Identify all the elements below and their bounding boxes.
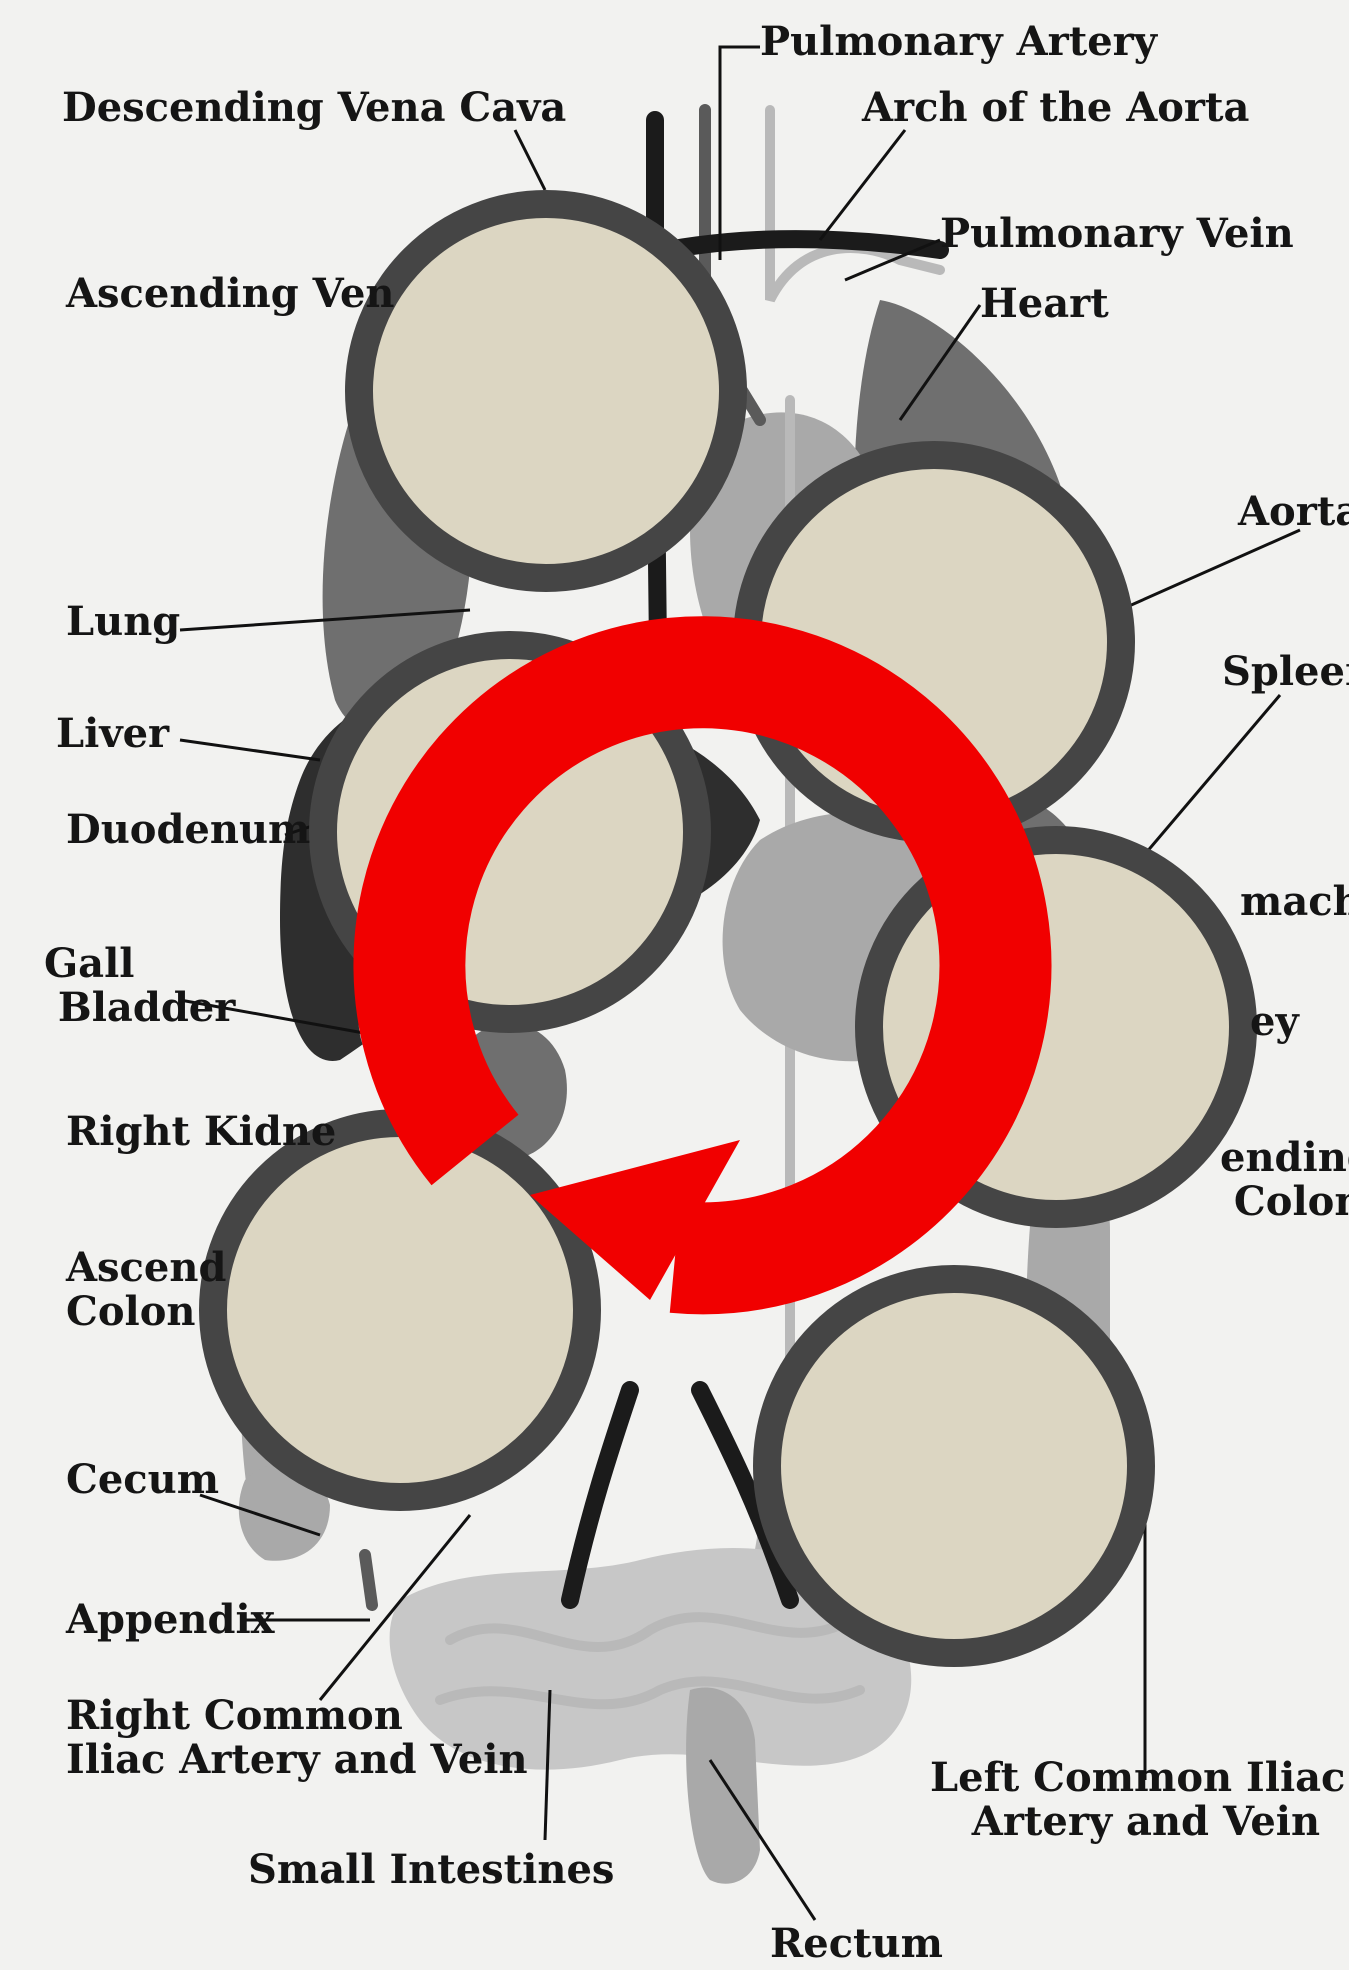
appendix-illustration (365, 1555, 372, 1605)
placeholder-circle-6 (767, 1279, 1141, 1653)
label-aorta: Aorta (1238, 490, 1349, 534)
label-pulmonary-vein: Pulmonary Vein (940, 212, 1294, 256)
label-arch-of-the-aorta: Arch of the Aorta (862, 86, 1249, 130)
placeholder-circle-1 (359, 204, 733, 578)
label-spleen: Spleen (1222, 650, 1349, 694)
label-appendix: Appendix (66, 1598, 275, 1642)
label-liver: Liver (56, 712, 169, 756)
label-ascending-vena-cava: Ascending Ven (66, 272, 394, 316)
label-kidney: ey (1250, 1000, 1299, 1044)
label-right-common-iliac: Right Common Iliac Artery and Vein (66, 1694, 528, 1782)
label-descending-vena-cava: Descending Vena Cava (62, 86, 566, 130)
label-duodenum: Duodenum (66, 808, 310, 852)
label-left-common-iliac: Left Common Iliac Artery and Vein (930, 1756, 1345, 1844)
label-cecum: Cecum (66, 1458, 219, 1502)
label-right-kidney: Right Kidne (66, 1110, 336, 1154)
label-stomach: mach (1240, 880, 1349, 924)
label-gall-bladder: Gall Bladder (44, 942, 235, 1030)
label-heart: Heart (980, 282, 1109, 326)
label-pulmonary-artery: Pulmonary Artery (760, 20, 1157, 64)
label-lung: Lung (66, 600, 180, 644)
placeholder-circle-5 (213, 1123, 587, 1497)
label-small-intestines: Small Intestines (248, 1848, 614, 1892)
label-ascending-colon: Ascend Colon (66, 1246, 226, 1334)
label-descending-colon: ending Colon (1220, 1136, 1349, 1224)
label-rectum: Rectum (770, 1922, 943, 1966)
